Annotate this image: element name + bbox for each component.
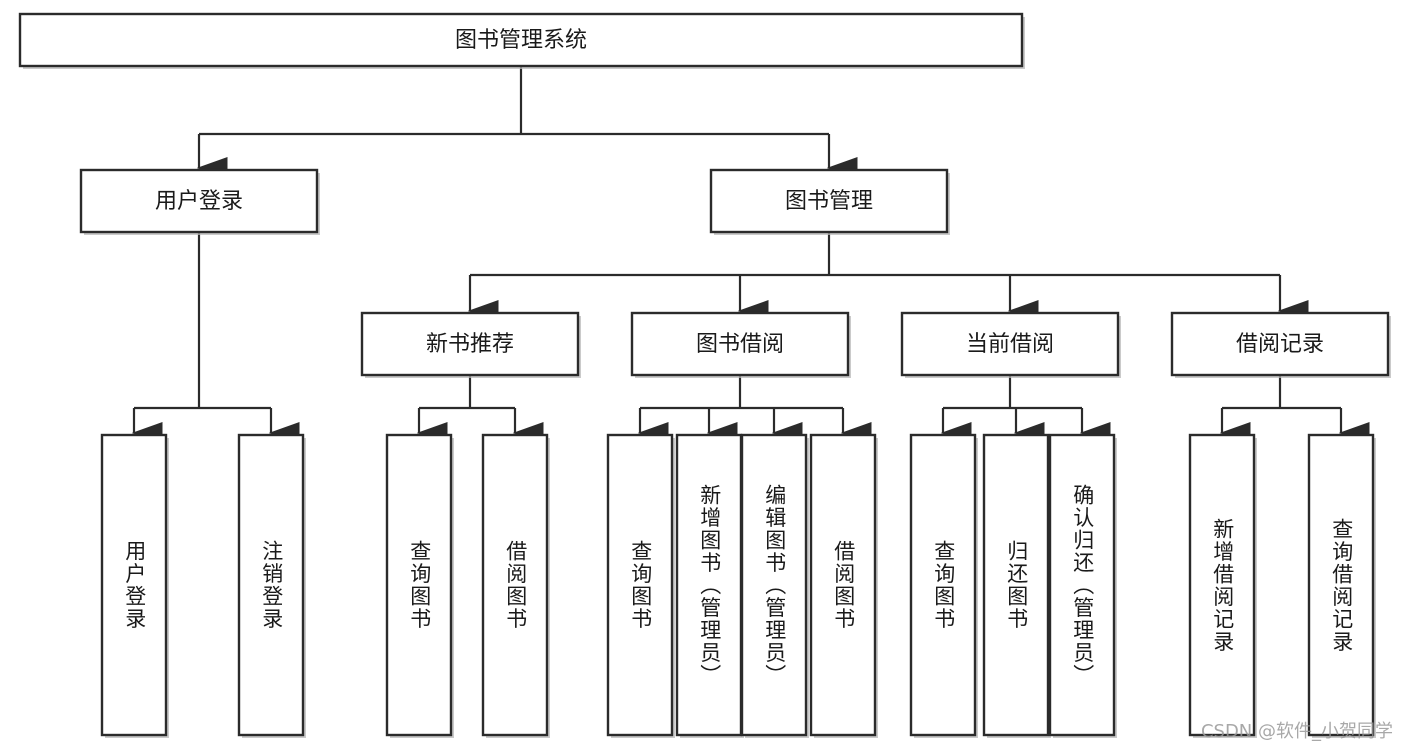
node-label: 图书借阅 xyxy=(696,332,784,357)
node-label: 图书管理系统 xyxy=(455,28,587,53)
node-leaf-5-新增图书管理员[interactable] xyxy=(675,433,744,738)
node-leaf-4-查询图书[interactable] xyxy=(606,433,675,738)
node-leaf-10-确认归还管理员[interactable] xyxy=(1048,433,1117,738)
node-leaf-12-查询借阅记录[interactable] xyxy=(1307,433,1376,738)
node-leaf-7-借阅图书[interactable] xyxy=(809,433,878,738)
node-l3-图书借阅[interactable]: 图书借阅 xyxy=(630,311,851,378)
node-leaf-8-查询图书[interactable] xyxy=(909,433,978,738)
node-l3-借阅记录[interactable]: 借阅记录 xyxy=(1170,311,1391,378)
node-leaf-2-查询图书[interactable] xyxy=(385,433,454,738)
node-l2-用户登录[interactable]: 用户登录 xyxy=(79,168,320,235)
node-l3-当前借阅[interactable]: 当前借阅 xyxy=(900,311,1121,378)
node-l3-新书推荐[interactable]: 新书推荐 xyxy=(360,311,581,378)
node-label: 借阅记录 xyxy=(1236,332,1324,357)
node-label: 用户登录 xyxy=(155,189,243,214)
node-leaf-9-归还图书[interactable] xyxy=(982,433,1051,738)
node-leaf-6-编辑图书管理员[interactable] xyxy=(740,433,809,738)
watermark-text: CSDN @软件_小贺同学 xyxy=(1200,721,1393,742)
node-leaf-3-借阅图书[interactable] xyxy=(481,433,550,738)
node-label: 新书推荐 xyxy=(426,332,514,357)
node-leaf-11-新增借阅记录[interactable] xyxy=(1188,433,1257,738)
node-leaf-1-注销登录[interactable] xyxy=(237,433,306,738)
connector-lines xyxy=(131,66,1370,444)
node-label: 图书管理 xyxy=(785,189,873,214)
node-l2-图书管理[interactable]: 图书管理 xyxy=(709,168,950,235)
node-leaf-0-用户登录[interactable] xyxy=(100,433,169,738)
node-root-图书管理系统[interactable]: 图书管理系统 xyxy=(18,12,1025,69)
node-label: 当前借阅 xyxy=(966,332,1054,357)
